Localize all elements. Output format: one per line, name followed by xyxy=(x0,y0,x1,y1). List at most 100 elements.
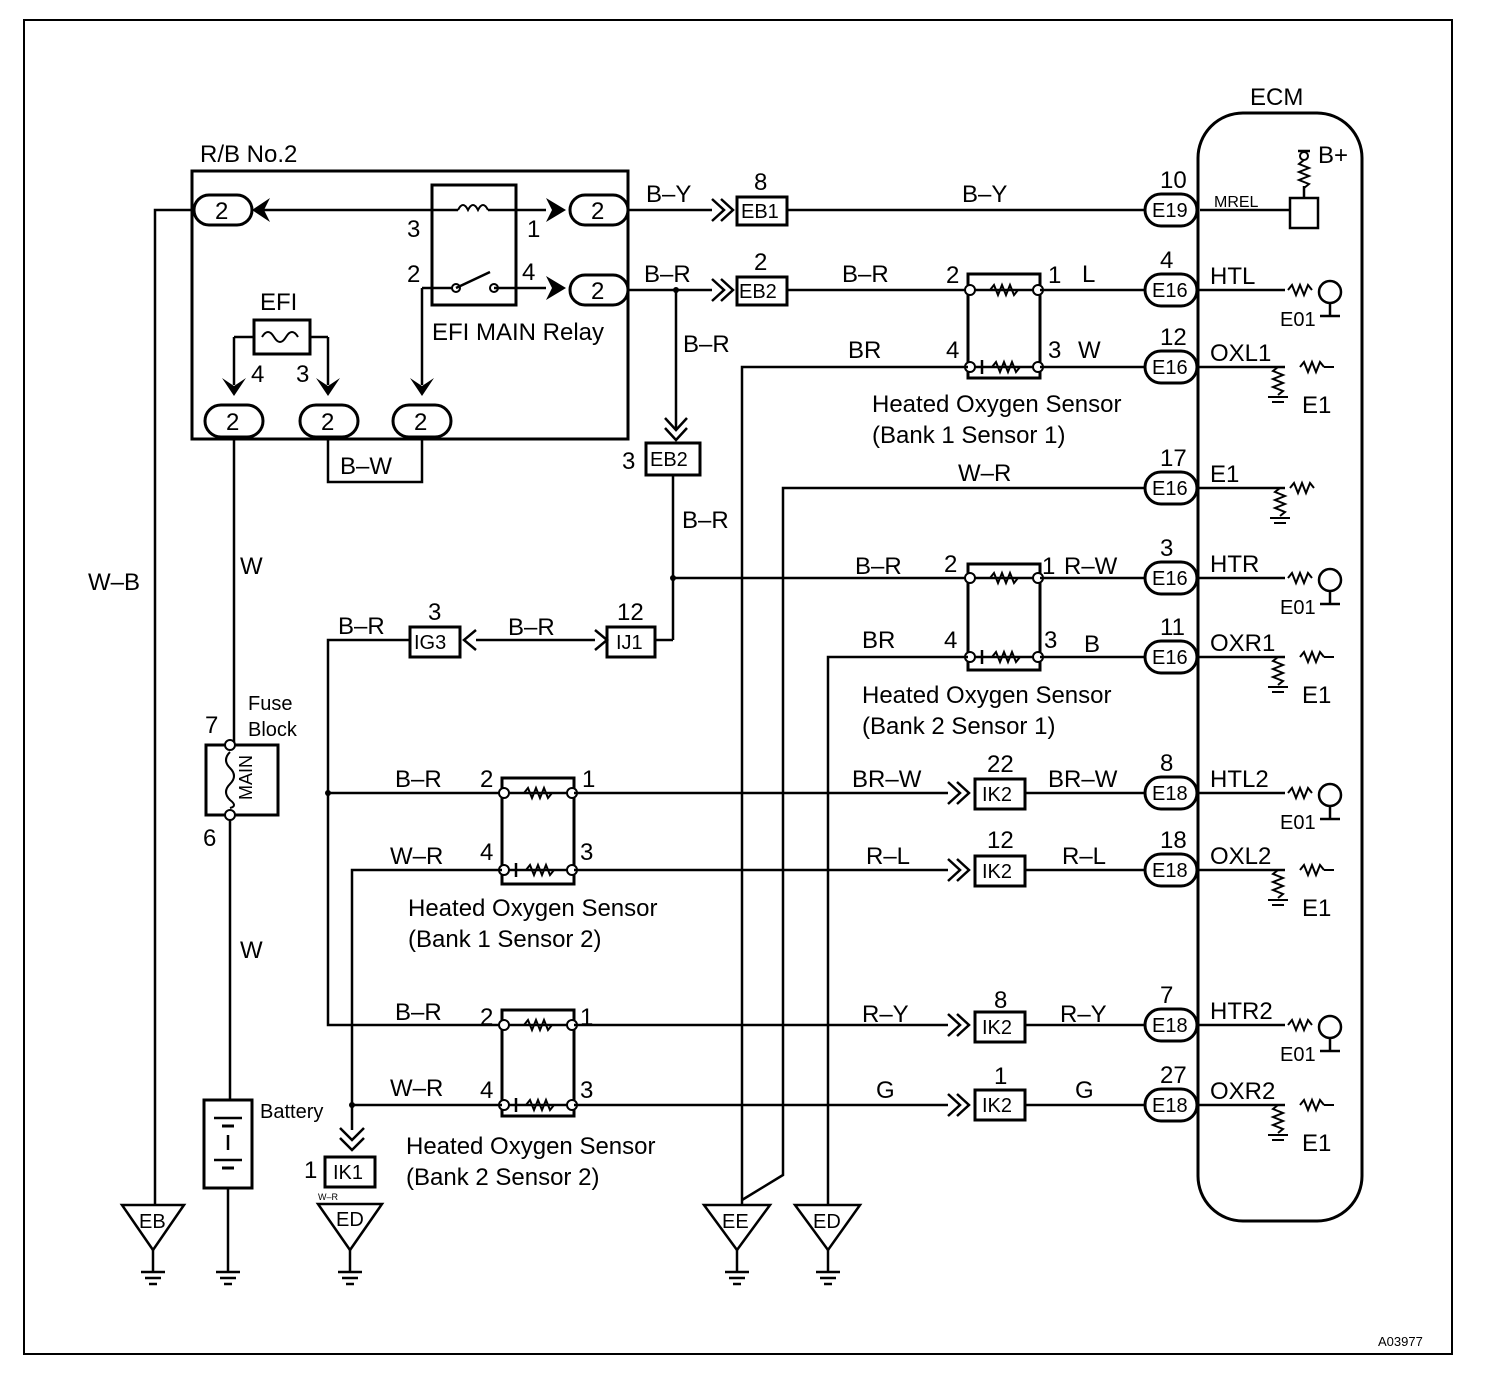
eb1-pin: 8 xyxy=(754,169,767,196)
conn-ik2-22: IK2 xyxy=(982,784,1012,806)
sensor-bank1-sensor1: 2 1 4 3 Heated Oxygen Sensor (Bank 1 Sen… xyxy=(872,262,1121,449)
s4-pin3: 3 xyxy=(580,1077,593,1104)
ecm-e01: E01 xyxy=(1280,1044,1316,1066)
conn-ik2-8: IK2 xyxy=(982,1017,1012,1039)
ecm-conn-label: E19 xyxy=(1152,200,1188,222)
wire-brn-s1: BR xyxy=(848,337,881,364)
ecm-pin-number: 11 xyxy=(1160,614,1185,641)
ecm-e1: E1 xyxy=(1302,392,1331,419)
ecm-e01: E01 xyxy=(1280,597,1316,619)
heater-driver-icon xyxy=(1317,567,1343,593)
wire-br-i: B–R xyxy=(395,999,442,1026)
ik2-12-pin: 12 xyxy=(987,827,1014,854)
ecm-e01: E01 xyxy=(1280,309,1316,331)
wire-rw: R–W xyxy=(1064,553,1118,580)
conn-ig3: IG3 xyxy=(414,632,446,654)
ecm-conn-label: E18 xyxy=(1152,1015,1188,1037)
wire-br-c: B–R xyxy=(683,331,730,358)
ground-ed-b-label: ED xyxy=(813,1211,841,1233)
s1-bank: (Bank 1 Sensor 1) xyxy=(872,422,1065,449)
wire-br-f: B–R xyxy=(508,614,555,641)
fuse-pin-6: 6 xyxy=(203,825,216,852)
wire-br-a: B–R xyxy=(644,261,691,288)
ecm-pin-number: 10 xyxy=(1160,167,1187,194)
ecm-mrel-label: MREL xyxy=(1214,194,1259,211)
ecm-pin-number: 12 xyxy=(1160,324,1187,351)
relay-pin-4: 4 xyxy=(522,259,535,286)
wire-brw-a: BR–W xyxy=(852,766,922,793)
ij1-pin: 12 xyxy=(617,599,644,626)
s1-pin1: 1 xyxy=(1048,262,1061,289)
ecm-conn-label: E16 xyxy=(1152,280,1188,302)
conn-ik2-12: IK2 xyxy=(982,861,1012,883)
pin-label-a: 2 xyxy=(215,198,228,225)
ecm-terminal-name: OXL2 xyxy=(1210,843,1271,870)
s1-pin4: 4 xyxy=(946,337,959,364)
ground-ed-a: ED xyxy=(336,1209,364,1231)
ecm-conn-label: E16 xyxy=(1152,568,1188,590)
s3-pin1: 1 xyxy=(582,766,595,793)
ecm-terminal-name: HTR xyxy=(1210,551,1259,578)
ecm-terminal-name: HTL2 xyxy=(1210,766,1269,793)
wire-bw: B–W xyxy=(340,453,392,480)
s1-pin2: 2 xyxy=(946,262,959,289)
pin-label-e: 2 xyxy=(321,409,334,436)
power-supply: W Fuse Block MAIN 7 6 W Battery xyxy=(202,437,323,1286)
wire-br-h: B–R xyxy=(395,766,442,793)
s3-name: Heated Oxygen Sensor xyxy=(408,895,657,922)
pin-label-f: 2 xyxy=(414,409,427,436)
wire-wr-e1: W–R xyxy=(958,460,1011,487)
efi-fuse-label: EFI xyxy=(260,289,297,316)
relay-pin-3: 3 xyxy=(407,216,420,243)
wire-by-b: B–Y xyxy=(962,181,1007,208)
wire-l: L xyxy=(1082,261,1095,288)
ecm-pin-number: 7 xyxy=(1160,982,1173,1009)
ecm-terminals: E1910E164HTLE01E1612OXL1E1E1617E1E163HTR… xyxy=(1143,167,1343,1157)
ecm-pin-number: 4 xyxy=(1160,247,1173,274)
ecm-conn-label: E16 xyxy=(1152,357,1188,379)
wire-br-b: B–R xyxy=(842,261,889,288)
wire-by-a: B–Y xyxy=(646,181,691,208)
pin-label-c: 2 xyxy=(591,278,604,305)
ecm: ECM MREL B+ xyxy=(1196,84,1364,1223)
wire-wb-group: W–B EB xyxy=(88,208,194,1286)
conn-ik2-1: IK2 xyxy=(982,1095,1012,1117)
ecm-title: ECM xyxy=(1250,84,1303,111)
efi-pin-4: 4 xyxy=(251,361,264,388)
fuse-block-line1: Fuse xyxy=(248,693,292,715)
figure-id: A03977 xyxy=(1378,1334,1423,1349)
ecm-terminal-name: OXR2 xyxy=(1210,1078,1275,1105)
s3-bank: (Bank 1 Sensor 2) xyxy=(408,926,601,953)
ecm-terminal-name: OXR1 xyxy=(1210,630,1275,657)
s4-bank: (Bank 2 Sensor 2) xyxy=(406,1164,599,1191)
ik2-connectors: 22 IK2 BR–W 12 IK2 R–L 8 IK2 R–Y 1 IK2 G xyxy=(946,751,1145,1122)
pin-label-d: 2 xyxy=(226,409,239,436)
ground-ee: EE xyxy=(701,1203,773,1286)
s2-name: Heated Oxygen Sensor xyxy=(862,682,1111,709)
wire-wr-s4: W–R xyxy=(390,1075,443,1102)
wire-ry-a: R–Y xyxy=(862,1001,909,1028)
conn-eb1: EB1 xyxy=(741,201,779,223)
ground-ik1: 1 IK1 W–R ED xyxy=(304,1127,385,1286)
heater-driver-icon xyxy=(1317,782,1343,808)
fuse-main: MAIN xyxy=(236,755,256,800)
wire-brw-b: BR–W xyxy=(1048,766,1118,793)
battery-label: Battery xyxy=(260,1101,323,1123)
ecm-terminal-name: HTL xyxy=(1210,263,1255,290)
s3-pin4: 4 xyxy=(480,839,493,866)
wire-ry-b: R–Y xyxy=(1060,1001,1107,1028)
relay-pin-2: 2 xyxy=(407,261,420,288)
pin-label-b: 2 xyxy=(591,198,604,225)
s1-pin3: 3 xyxy=(1048,337,1061,364)
heater-driver-icon xyxy=(1317,1014,1343,1040)
ecm-terminal-name: OXL1 xyxy=(1210,340,1271,367)
s2-pin1: 1 xyxy=(1042,553,1055,580)
ecm-e1: E1 xyxy=(1302,895,1331,922)
efi-pin-3: 3 xyxy=(296,361,309,388)
wire-g-a: G xyxy=(876,1077,895,1104)
